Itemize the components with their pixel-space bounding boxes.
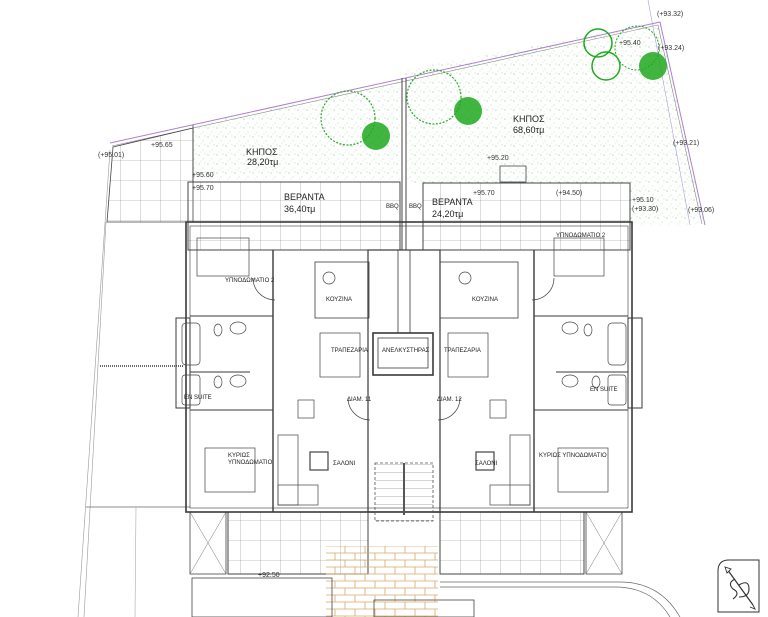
ensuite-label-right: EN SUITE: [590, 387, 618, 393]
master-bedroom-label-right: ΚΥΡΙΩΣ ΥΠΝΟΔΩΜΑΤΙΟ: [539, 453, 607, 459]
level-marker: +92.50: [258, 572, 280, 579]
level-marker: +95.10: [632, 197, 654, 204]
veranda-label-left: ΒΕΡΑΝΤΑ: [284, 192, 325, 202]
master-bedroom-label-left-1: ΚΥΡΙΩΣ: [228, 453, 250, 459]
dining-label-right: ΤΡΑΠΕΖΑΡΙΑ: [444, 348, 481, 354]
tiled-terraces: [106, 127, 631, 575]
trees: [320, 25, 667, 150]
garden-area-right: 68,60τμ: [513, 125, 545, 135]
level-marker: +95.40: [619, 40, 641, 47]
level-marker: (+94.50): [556, 190, 583, 197]
garden-label-right: ΚΗΠΟΣ: [513, 114, 545, 124]
level-marker: +95.20: [487, 155, 509, 162]
level-marker: (+93.32): [657, 11, 684, 18]
veranda-area-right: 24,20τμ: [432, 209, 464, 219]
level-marker: (+93.30): [632, 206, 659, 213]
living-label-right: ΣΑΛΟΝΙ: [475, 461, 498, 467]
level-marker: +95.60: [192, 172, 214, 179]
master-bedroom-label-left-2: ΥΠΝΟΔΩΜΑΤΙΟ: [228, 460, 273, 466]
dining-label-left: ΤΡΑΠΕΖΑΡΙΑ: [331, 348, 368, 354]
bbq-label-right: BBQ: [409, 204, 422, 210]
level-marker: +95.70: [473, 190, 495, 197]
garden-area-left: 28,20τμ: [247, 157, 279, 167]
elevator-label: ΑΝΕΛΚΥΣΤΗΡΑΣ: [382, 348, 430, 354]
level-marker: +95.70: [192, 185, 214, 192]
veranda-area-left: 36,40τμ: [284, 204, 316, 214]
level-marker: (+95.01): [98, 152, 125, 159]
ensuite-label-left: EN SUITE: [184, 395, 212, 401]
garden-areas: [192, 22, 705, 250]
kitchen-label-right: ΚΟΥΖΙΝΑ: [472, 297, 498, 303]
apartment-12-label: ΔΙΑΜ. 12: [437, 397, 462, 403]
bbq-label-left: BBQ: [386, 204, 399, 210]
living-label-left: ΣΑΛΟΝΙ: [333, 461, 356, 467]
garden-label-left: ΚΗΠΟΣ: [246, 147, 278, 157]
level-marker: (+93.24): [658, 45, 685, 52]
bedroom2-label-left: ΥΠΝΟΔΩΜΑΤΙΟ 2: [225, 278, 275, 284]
apartment-11-label: ΔΙΑΜ. 11: [347, 397, 372, 403]
site-lines: [77, 149, 190, 617]
furniture: [181, 237, 627, 506]
level-marker: (+93.06): [688, 207, 715, 214]
veranda-label-right: ΒΕΡΑΝΤΑ: [432, 197, 473, 207]
kitchen-label-left: ΚΟΥΖΙΝΑ: [326, 297, 352, 303]
level-marker: +95.65: [151, 142, 173, 149]
staircase: [374, 462, 434, 522]
compass-arrow-logo-icon: [717, 559, 760, 613]
entrance-paving: [191, 546, 681, 617]
bedroom2-label-right: ΥΠΝΟΔΩΜΑΤΙΟ 2: [556, 233, 606, 239]
level-marker: (+93.21): [673, 140, 700, 147]
